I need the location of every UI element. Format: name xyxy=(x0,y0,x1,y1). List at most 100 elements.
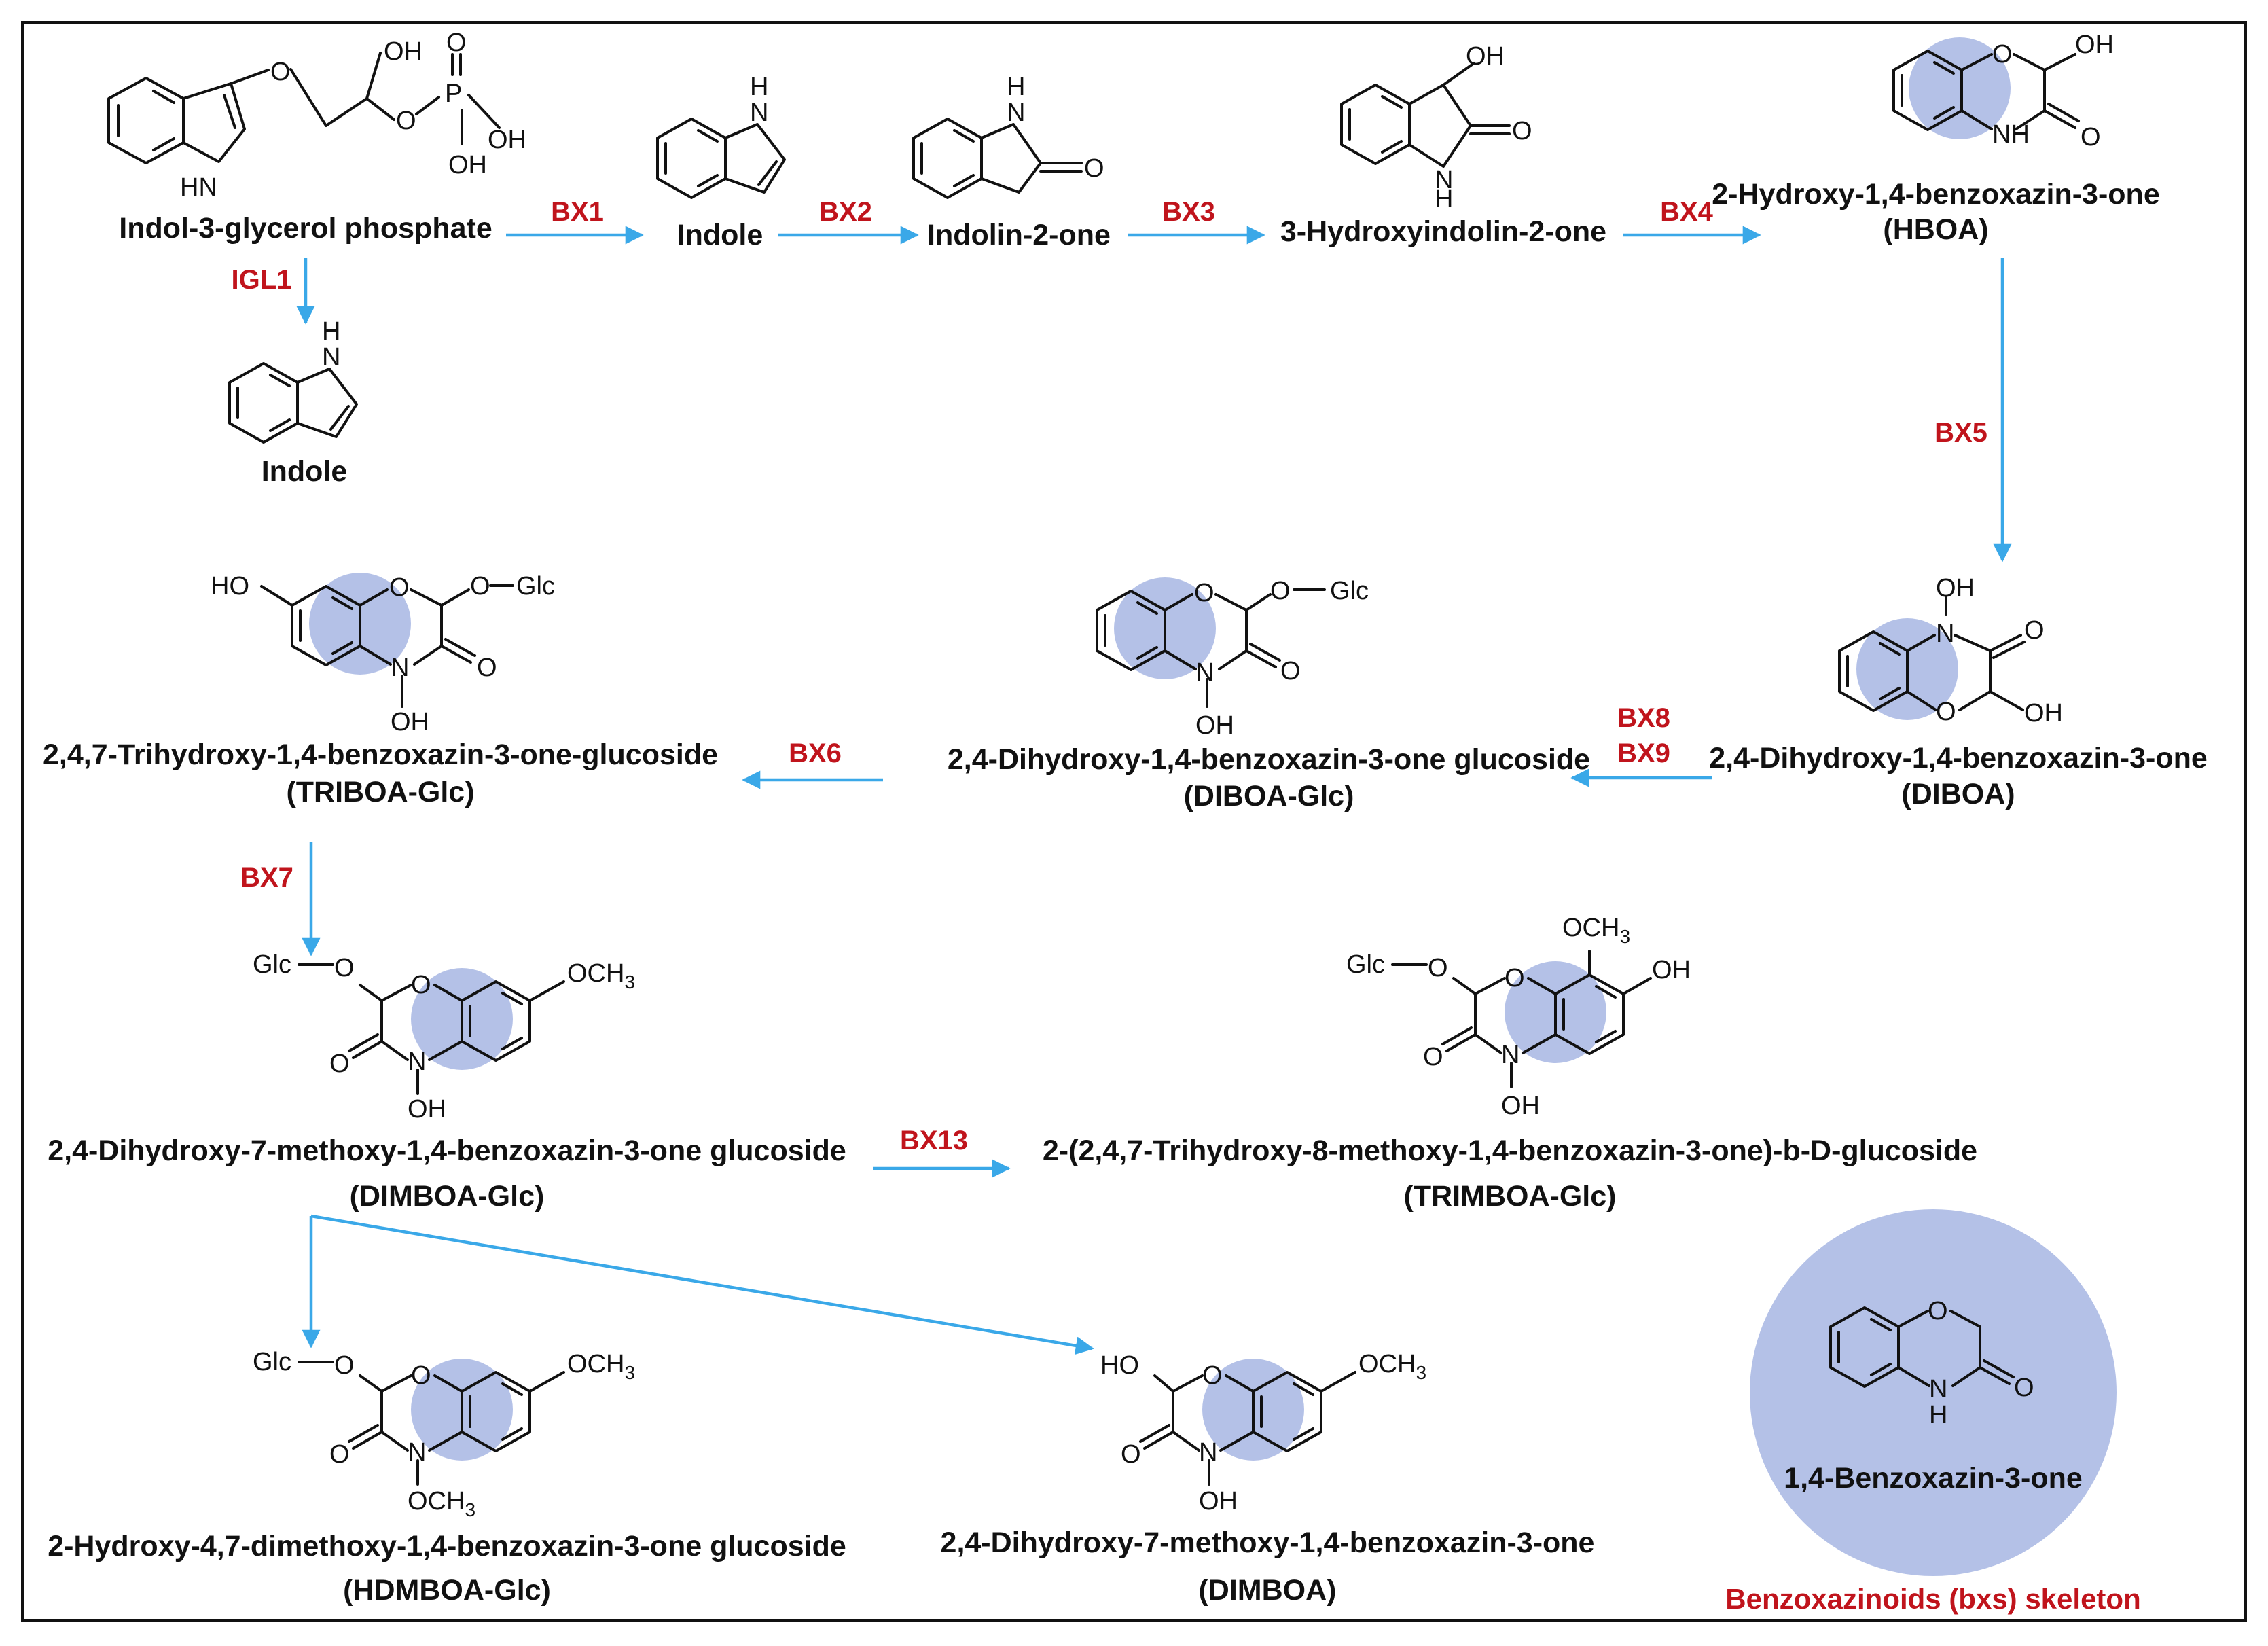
dimboa-glc-och3: OCH3 xyxy=(567,959,635,992)
hdmboa-glc-carbonyl-o: O xyxy=(329,1440,350,1469)
enzyme-bx13: BX13 xyxy=(900,1126,968,1156)
triboa-glc-n: N xyxy=(391,654,409,682)
triboa-glc-o: O xyxy=(389,573,410,602)
trimboa-glc-oh-ring: OH xyxy=(1652,956,1691,984)
igp-phos-oh-bottom: OH xyxy=(448,151,487,179)
triboa-glc-oh: OH xyxy=(391,708,429,736)
diboa-glc-ether-o: O xyxy=(1270,577,1291,605)
indole-main-n: N xyxy=(750,99,768,127)
structure-dimboa: HO O OCH3 N OH O xyxy=(1100,1350,1426,1516)
label-dimboa-name: 2,4-Dihydroxy-7-methoxy-1,4-benzoxazin-3… xyxy=(941,1526,1595,1559)
indole-main-pyrrole xyxy=(724,123,786,194)
diboa-oh: OH xyxy=(2024,699,2063,728)
indole-main-benzene-double xyxy=(664,129,719,187)
figure-frame xyxy=(21,21,2247,1622)
diboa-carbonyl xyxy=(1989,634,2026,659)
diboa-n-oh: OH xyxy=(1936,574,1975,603)
indolinone-carbonyl xyxy=(1039,162,1083,173)
label-triboa-glc-name: 2,4,7-Trihydroxy-1,4-benzoxazin-3-one-gl… xyxy=(43,738,718,771)
igp-ring-double xyxy=(117,90,175,151)
hboa-o: O xyxy=(1992,40,2013,69)
indolinone-o: O xyxy=(1084,154,1104,183)
diboa-glc-carbonyl-o: O xyxy=(1280,657,1301,685)
hboa-oxazine xyxy=(1960,53,2076,130)
dimboa-o: O xyxy=(1202,1361,1223,1390)
igp-phos-oh-right: OH xyxy=(488,126,526,154)
diboa-glc-carbonyl xyxy=(1245,643,1281,668)
dimboa-glc-n: N xyxy=(408,1048,426,1076)
structure-indole-side: N H xyxy=(228,317,358,444)
igp-pyrrole-double xyxy=(223,94,236,129)
dimboa-glc-glc: Glc xyxy=(253,950,291,979)
hydroxyindolinone-benzene xyxy=(1340,84,1411,165)
label-hboa-abbr: (HBOA) xyxy=(1883,213,1988,246)
dimboa-glc-ether-o: O xyxy=(334,954,355,982)
dimboa-glc-o: O xyxy=(411,971,431,999)
enzyme-bx2: BX2 xyxy=(819,197,872,227)
enzyme-igl1: IGL1 xyxy=(232,265,292,295)
diboa-glc-o: O xyxy=(1194,579,1214,607)
label-dimboa-glc-abbr: (DIMBOA-Glc) xyxy=(350,1180,545,1213)
label-hdmboa-glc-name: 2-Hydroxy-4,7-dimethoxy-1,4-benzoxazin-3… xyxy=(48,1530,846,1562)
label-igp: Indol-3-glycerol phosphate xyxy=(119,212,492,245)
enzyme-bx6: BX6 xyxy=(789,738,842,768)
skeleton-oxazine xyxy=(1897,1310,1981,1387)
structure-trimboa-glc: OCH3 OH Glc O O N OH O xyxy=(1346,914,1691,1120)
dimboa-glc-oh: OH xyxy=(408,1095,446,1124)
structure-dimboa-glc: Glc O O OCH3 N OH O xyxy=(253,950,635,1124)
hydroxyindolinone-oh: OH xyxy=(1466,42,1505,71)
triboa-glc-carbonyl xyxy=(440,638,476,664)
dimboa-carbonyl-o: O xyxy=(1121,1440,1141,1469)
label-indole-side: Indole xyxy=(262,455,348,488)
indole-side-pyrrole xyxy=(296,368,358,438)
igp-ring-bonds xyxy=(107,77,185,164)
hdmboa-glc-ether-o: O xyxy=(334,1351,355,1380)
triboa-glc-glc: Glc xyxy=(516,572,555,601)
trimboa-glc-oh: OH xyxy=(1501,1092,1540,1120)
label-diboa-glc-name: 2,4-Dihydroxy-1,4-benzoxazin-3-one gluco… xyxy=(948,743,1590,776)
label-trimboa-glc-abbr: (TRIMBOA-Glc) xyxy=(1404,1180,1617,1213)
skeleton-carbonyl xyxy=(1979,1359,2015,1385)
diboa-glc-n: N xyxy=(1195,658,1214,687)
label-diboa-name: 2,4-Dihydroxy-1,4-benzoxazin-3-one xyxy=(1709,742,2208,774)
enzyme-bx4: BX4 xyxy=(1660,197,1714,227)
igp-ether-o: O xyxy=(270,58,291,86)
label-trimboa-glc-name: 2-(2,4,7-Trihydroxy-8-methoxy-1,4-benzox… xyxy=(1043,1134,1977,1167)
label-hdmboa-glc-abbr: (HDMBOA-Glc) xyxy=(343,1574,551,1607)
arrow-to-dimboa xyxy=(310,1214,1094,1355)
label-dimboa-abbr: (DIMBOA) xyxy=(1198,1574,1336,1607)
compound-labels: Indol-3-glycerol phosphate Indole Indoli… xyxy=(43,178,2208,1615)
label-indole-main: Indole xyxy=(677,219,763,251)
structure-indolinone: N H O xyxy=(912,73,1104,199)
hdmboa-glc-benzene-double xyxy=(469,1371,565,1441)
hydroxyindolinone-benzene-double xyxy=(1348,95,1403,154)
dimboa-oh: OH xyxy=(1199,1487,1238,1516)
dimboa-glc-carbonyl xyxy=(348,1033,383,1059)
label-dimboa-glc-name: 2,4-Dihydroxy-7-methoxy-1,4-benzoxazin-3… xyxy=(48,1134,846,1167)
trimboa-glc-o: O xyxy=(1505,964,1525,992)
dimboa-benzene-double xyxy=(1260,1371,1356,1441)
dimboa-ho: HO xyxy=(1100,1351,1139,1380)
label-indolinone: Indolin-2-one xyxy=(927,219,1111,251)
trimboa-glc-och3: OCH3 xyxy=(1562,914,1630,947)
dimboa-glc-carbonyl-o: O xyxy=(329,1050,350,1078)
enzyme-bx8: BX8 xyxy=(1617,703,1670,733)
igp-phos-p: P xyxy=(445,79,462,108)
hboa-oh: OH xyxy=(2075,31,2114,59)
trimboa-glc-benzene-double xyxy=(1562,950,1652,1043)
indole-main-benzene xyxy=(656,118,727,199)
enzyme-bx5: BX5 xyxy=(1934,418,1987,448)
diboa-benzene-double xyxy=(1846,642,1901,700)
diboa-o: O xyxy=(1936,698,1956,726)
enzyme-bx3: BX3 xyxy=(1162,197,1215,227)
skeleton-o: O xyxy=(1928,1297,1948,1325)
indole-side-benzene-double xyxy=(236,374,291,432)
triboa-glc-ether-o: O xyxy=(470,572,490,601)
dimboa-glc-benzene-double xyxy=(469,980,565,1050)
hydroxyindolinone-lactam xyxy=(1408,62,1475,168)
igp-phos-o: O xyxy=(446,29,467,57)
hdmboa-glc-och3: OCH3 xyxy=(567,1350,635,1383)
enzyme-bx9: BX9 xyxy=(1617,738,1670,768)
trimboa-glc-glc: Glc xyxy=(1346,950,1385,979)
